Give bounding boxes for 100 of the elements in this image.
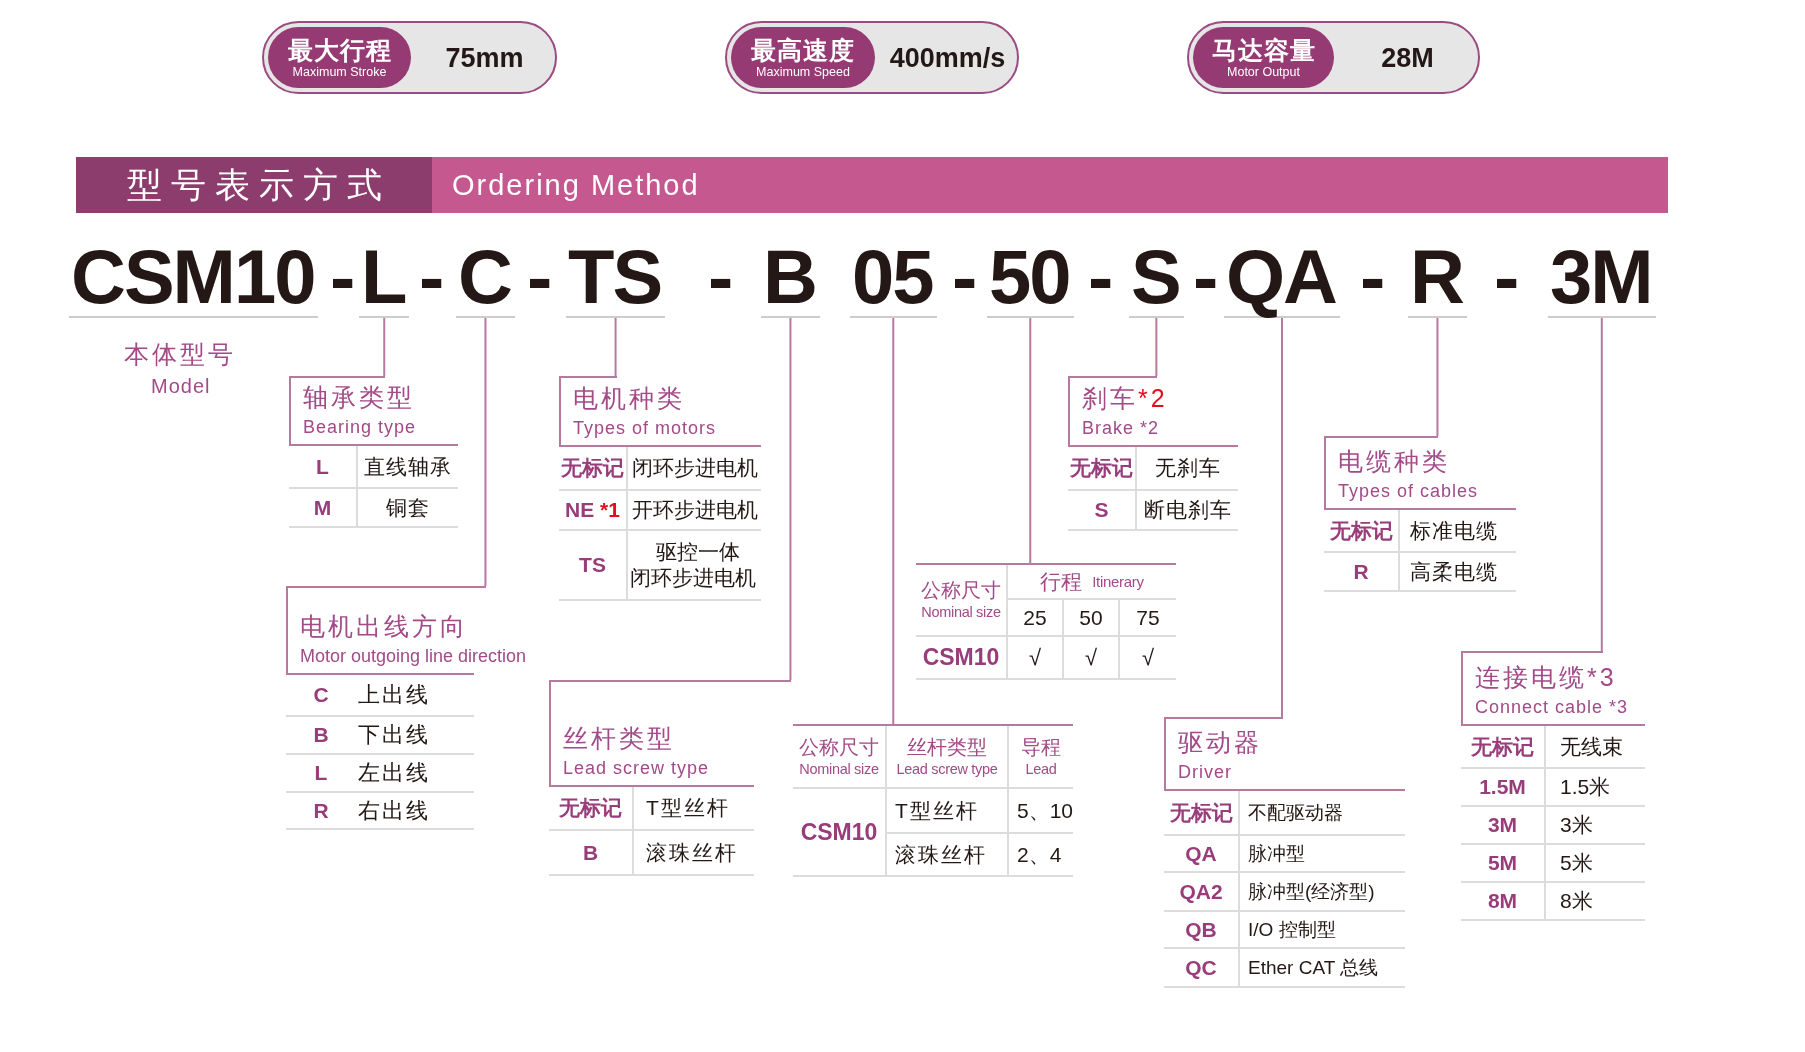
model-code: CSM10 bbox=[793, 789, 887, 877]
option-description: 闭环步进电机 bbox=[628, 447, 761, 491]
leader-line bbox=[1155, 317, 1158, 377]
option-code: 无标记 bbox=[1461, 726, 1546, 769]
option-description: 驱控一体闭环步进电机 bbox=[628, 531, 761, 601]
option-description: 脉冲型(经济型) bbox=[1240, 873, 1405, 912]
code-segment: S bbox=[1129, 238, 1184, 318]
code-separator: - bbox=[1494, 238, 1519, 316]
option-description: 无刹车 bbox=[1137, 447, 1238, 491]
option-code: 无标记 bbox=[1164, 791, 1240, 836]
code-segment: TS bbox=[566, 238, 666, 318]
section-title: 丝杆类型 bbox=[563, 723, 675, 753]
badge-subtitle: Maximum Speed bbox=[756, 64, 850, 80]
option-code: 无标记 bbox=[549, 787, 634, 831]
option-code: L bbox=[286, 755, 356, 793]
option-description: 高柔电缆 bbox=[1400, 553, 1516, 592]
column-subtitle: Itinerary bbox=[1092, 572, 1144, 591]
code-segment: QA bbox=[1224, 238, 1340, 318]
leader-line bbox=[383, 317, 386, 377]
section-subtitle: Motor outgoing line direction bbox=[300, 645, 527, 667]
option-description: 右出线 bbox=[356, 793, 474, 830]
column-title: 公称尺寸 bbox=[921, 578, 1001, 603]
leader-line bbox=[614, 317, 617, 377]
badge-title: 最大行程 bbox=[287, 35, 392, 65]
heading-text: Ordering Method bbox=[452, 168, 700, 203]
badge-subtitle: Motor Output bbox=[1227, 64, 1300, 80]
option-description: 不配驱动器 bbox=[1240, 791, 1405, 836]
code-segment: C bbox=[456, 238, 515, 318]
option-code: L bbox=[289, 446, 358, 489]
option-code: QA2 bbox=[1164, 873, 1240, 912]
option-description: 铜套 bbox=[358, 489, 458, 528]
option-code: NE *1 bbox=[559, 491, 628, 531]
column-title: 丝杆类型 bbox=[907, 734, 987, 760]
option-code: R bbox=[1324, 553, 1400, 592]
option-description: 下出线 bbox=[356, 717, 474, 755]
option-code: 1.5M bbox=[1461, 769, 1546, 807]
section-title: 连接电缆*3 bbox=[1475, 662, 1617, 692]
option-code: 3M bbox=[1461, 807, 1546, 845]
badge-value: 400mm/s bbox=[889, 41, 1006, 74]
code-segment: CSM10 bbox=[69, 238, 319, 318]
leader-line bbox=[1029, 317, 1032, 564]
option-description: 8米 bbox=[1546, 883, 1645, 921]
option-code: C bbox=[286, 675, 356, 717]
code-segment: 3M bbox=[1548, 238, 1656, 318]
option-description: 1.5米 bbox=[1546, 769, 1645, 807]
column-subtitle: Lead screw type bbox=[896, 759, 998, 779]
section-title: 本体型号 bbox=[124, 339, 236, 369]
badge-title: 马达容量 bbox=[1211, 35, 1316, 65]
section-title: 电机出线方向 bbox=[300, 611, 468, 641]
code-separator: - bbox=[1193, 238, 1218, 316]
leader-line bbox=[484, 317, 487, 587]
check-mark: √ bbox=[1064, 637, 1120, 680]
column-subtitle: Lead bbox=[1025, 759, 1057, 779]
section-subtitle: Brake *2 bbox=[1082, 417, 1160, 439]
spec-label-pill bbox=[731, 27, 875, 88]
section-title: 刹车*2 bbox=[1082, 383, 1168, 413]
table-value: 5、10 bbox=[1009, 789, 1073, 834]
option-code: B bbox=[286, 717, 356, 755]
model-code: CSM10 bbox=[916, 637, 1008, 680]
column-title: 导程 bbox=[1021, 734, 1061, 760]
table-value: 50 bbox=[1064, 600, 1120, 637]
column-title: 公称尺寸 bbox=[799, 734, 879, 760]
heading-tab: 型号表示方式 bbox=[76, 157, 432, 213]
leader-line bbox=[789, 317, 792, 681]
option-code: S bbox=[1068, 491, 1137, 531]
option-description: 标准电缆 bbox=[1400, 510, 1516, 553]
option-description: 无线束 bbox=[1546, 726, 1645, 769]
option-description: Ether CAT 总线 bbox=[1240, 949, 1405, 988]
leader-line bbox=[1281, 317, 1283, 718]
code-segment: 05 bbox=[850, 238, 937, 318]
section-subtitle: Lead screw type bbox=[563, 757, 710, 779]
code-segment: R bbox=[1408, 238, 1467, 318]
section-subtitle: Driver bbox=[1178, 761, 1232, 783]
option-code: 无标记 bbox=[559, 447, 628, 491]
option-description: 直线轴承 bbox=[358, 446, 458, 489]
option-code: QC bbox=[1164, 949, 1240, 988]
option-description: T型丝杆 bbox=[634, 787, 754, 831]
section-subtitle: Types of motors bbox=[573, 417, 717, 439]
section-subtitle: Connect cable *3 bbox=[1475, 696, 1629, 718]
code-separator: - bbox=[708, 238, 733, 316]
spec-table bbox=[793, 724, 1073, 877]
option-description: 5米 bbox=[1546, 845, 1645, 883]
option-code: QB bbox=[1164, 912, 1240, 949]
code-separator: - bbox=[1088, 238, 1113, 316]
code-segment: 50 bbox=[987, 238, 1074, 318]
section-title: 电机种类 bbox=[573, 383, 685, 413]
check-mark: √ bbox=[1120, 637, 1176, 680]
section-subtitle: Model bbox=[151, 374, 211, 398]
section-subtitle: Bearing type bbox=[303, 416, 417, 438]
option-code: 8M bbox=[1461, 883, 1546, 921]
option-code: TS bbox=[559, 531, 628, 601]
leader-line bbox=[1600, 317, 1603, 652]
spec-table bbox=[916, 563, 1176, 680]
table-value: 25 bbox=[1008, 600, 1064, 637]
badge-subtitle: Maximum Stroke bbox=[292, 64, 387, 80]
heading-band bbox=[76, 157, 1668, 213]
option-description: 滚珠丝杆 bbox=[634, 831, 754, 876]
option-description: 上出线 bbox=[356, 675, 474, 717]
table-value: 75 bbox=[1120, 600, 1176, 637]
option-description: 3米 bbox=[1546, 807, 1645, 845]
